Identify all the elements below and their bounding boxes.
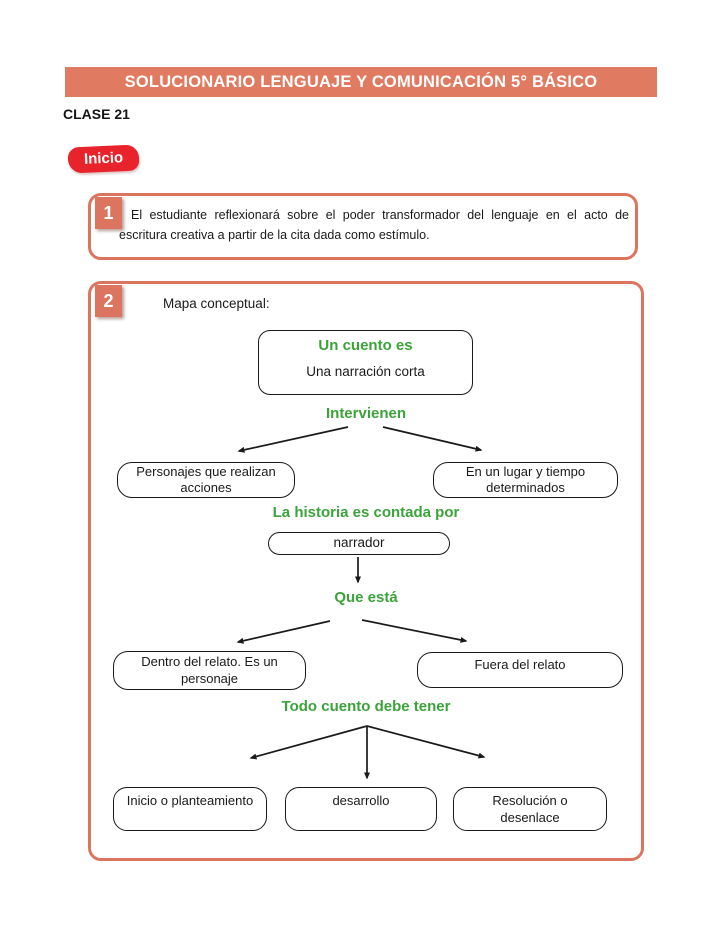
label-intervienen: Intervienen: [325, 405, 407, 422]
node-dentro-del-relato: Dentro del relato. Es un personaje: [113, 651, 306, 690]
node-resolucion-desenlace-text: Resolución o desenlace: [492, 793, 568, 825]
node-lugar-tiempo: En un lugar y tiempo determinados: [433, 462, 618, 498]
document-title: SOLUCIONARIO LENGUAJE Y COMUNICACIÓN 5° …: [124, 72, 598, 91]
node-inicio-planteamiento: Inicio o planteamiento: [113, 787, 267, 831]
label-que-esta: Que está: [334, 589, 398, 606]
label-todo-cuento-debe-tener: Todo cuento debe tener: [281, 698, 451, 715]
node-narrador: narrador: [268, 532, 450, 555]
node-desarrollo: desarrollo: [285, 787, 437, 831]
section-1-number-badge: 1: [95, 197, 122, 229]
node-un-cuento-es-subtitle: Una narración corta: [306, 363, 425, 379]
clase-label: CLASE 21: [63, 106, 130, 122]
concept-map-caption: Mapa conceptual:: [163, 296, 270, 311]
document-header-bar: SOLUCIONARIO LENGUAJE Y COMUNICACIÓN 5° …: [65, 67, 657, 97]
node-fuera-del-relato: Fuera del relato: [417, 652, 623, 688]
section-1-text: El estudiante reflexionará sobre el pode…: [119, 208, 629, 242]
inicio-badge: Inicio: [67, 144, 140, 174]
section-2-number-badge: 2: [95, 285, 122, 317]
node-un-cuento-es-title: Un cuento es: [318, 337, 413, 354]
section-1-box: 1 El estudiante reflexionará sobre el po…: [88, 193, 638, 260]
label-historia-contada: La historia es contada por: [272, 504, 460, 521]
node-un-cuento-es: Un cuento es Una narración corta: [258, 330, 473, 395]
node-personajes: Personajes que realizan acciones: [117, 462, 295, 498]
node-resolucion-desenlace: Resolución o desenlace: [453, 787, 607, 831]
section-2-box: 2 Mapa conceptual:: [88, 281, 644, 861]
